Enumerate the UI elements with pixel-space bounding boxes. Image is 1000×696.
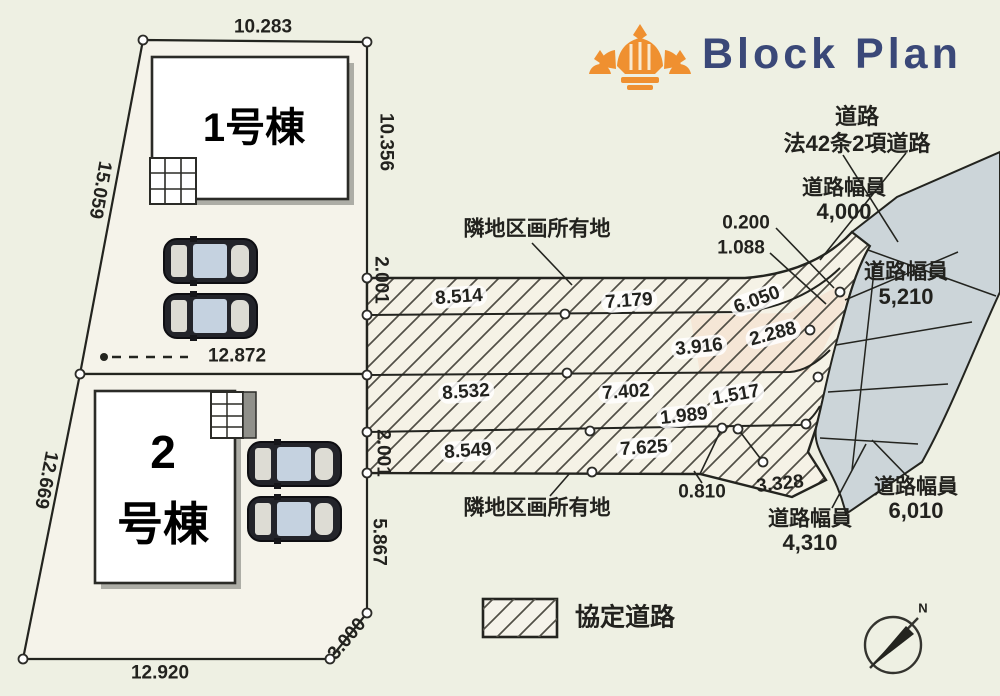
neighbor-label-top: 隣地区画所有地 [463,217,611,241]
dim-south-a: 0.810 [678,481,726,503]
building1-porch-grid [149,157,197,205]
page-title: Block Plan [702,30,962,78]
dim-entry-b: 1.088 [717,237,765,259]
leader-lines [531,152,908,509]
car-4 [247,493,342,545]
road-law-label: 法42条2項道路 [783,131,931,156]
legend-label: 協定道路 [574,603,676,632]
road-width1-label: 道路幅員 [802,176,886,200]
road-width3-label: 道路幅員 [874,475,958,499]
compass [863,615,923,675]
building2-label-line2: 号棟 [117,498,209,550]
building2 [93,389,257,589]
dim-strip1-a: 8.514 [430,284,488,310]
company-logo-icon [589,24,691,90]
dim-lot1-bottom: 12.872 [207,345,267,367]
dim-strip1-b: 7.179 [600,288,658,314]
dim-lot2-right: 5.867 [368,518,390,566]
compass-north-label: N [918,600,928,616]
road-width1-value: 4,000 [816,199,872,224]
building1 [149,55,354,205]
building2-label-line1: 2 [150,426,176,478]
car-2 [163,290,258,342]
road-width2-label: 道路幅員 [864,260,948,284]
dim-strip4-b: 7.625 [615,435,673,461]
building2-balcony-grid [210,391,257,439]
legend-swatch [481,597,559,639]
dim-strip3-a: 8.532 [437,379,495,405]
neighbor-label-bottom: 隣地区画所有地 [463,496,611,520]
dim-strip-width-top: 2.001 [370,256,392,304]
car-3 [247,438,342,490]
car-1 [163,235,258,287]
dim-strip4-a: 8.549 [439,438,497,464]
road-surface-joints [819,249,997,471]
building1-label: 1号棟 [202,106,306,150]
survey-points [17,34,846,665]
road-width4-value: 4,310 [782,530,838,555]
road-width3-value: 6,010 [888,498,944,523]
road-width4-label: 道路幅員 [768,507,852,531]
dimension-dot [100,353,108,361]
road-name-label: 道路 [834,104,880,129]
dim-lot1-top: 10.283 [233,16,293,38]
dim-lot2-bottom: 12.920 [130,662,190,684]
dim-entry-a: 0.200 [722,212,770,234]
dim-strip-width-bottom: 2.001 [372,429,394,477]
dim-strip3-b: 7.402 [597,379,655,405]
dim-lot1-right: 10.356 [375,112,397,172]
dim-south-b: 3.328 [755,471,805,497]
road-width2-value: 5,210 [878,284,934,309]
